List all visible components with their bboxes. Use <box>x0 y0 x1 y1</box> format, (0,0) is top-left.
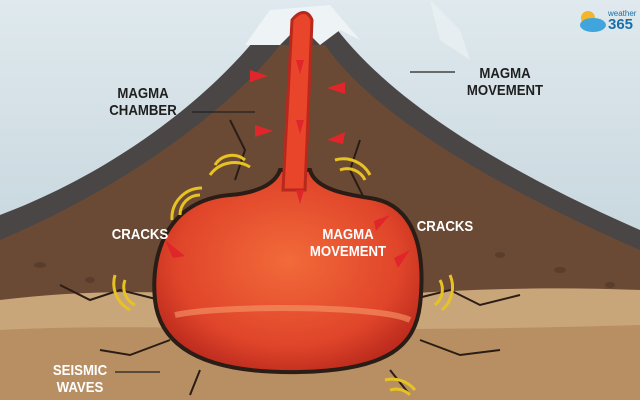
magma-conduit <box>281 11 314 192</box>
magma-chamber <box>152 168 424 375</box>
sun-cloud-icon <box>580 11 606 32</box>
magma-movement-top-label: MAGMA MOVEMENT <box>466 65 544 99</box>
magma-chamber-label: MAGMA CHAMBER <box>109 85 177 119</box>
cracks-right-label: CRACKS <box>416 218 474 235</box>
cracks-left-label: CRACKS <box>111 226 169 243</box>
seismic-waves-label: SEISMIC WAVES <box>52 362 108 396</box>
seismic-waves <box>112 153 455 397</box>
arrows <box>165 60 410 268</box>
magma-movement-center-label: MAGMA MOVEMENT <box>309 226 387 260</box>
logo-number: 365 <box>608 16 634 33</box>
weather365-logo: weather 365 <box>578 8 638 34</box>
logo-word: weather <box>608 9 637 18</box>
rocks <box>34 252 615 288</box>
leader-lines <box>115 71 455 373</box>
